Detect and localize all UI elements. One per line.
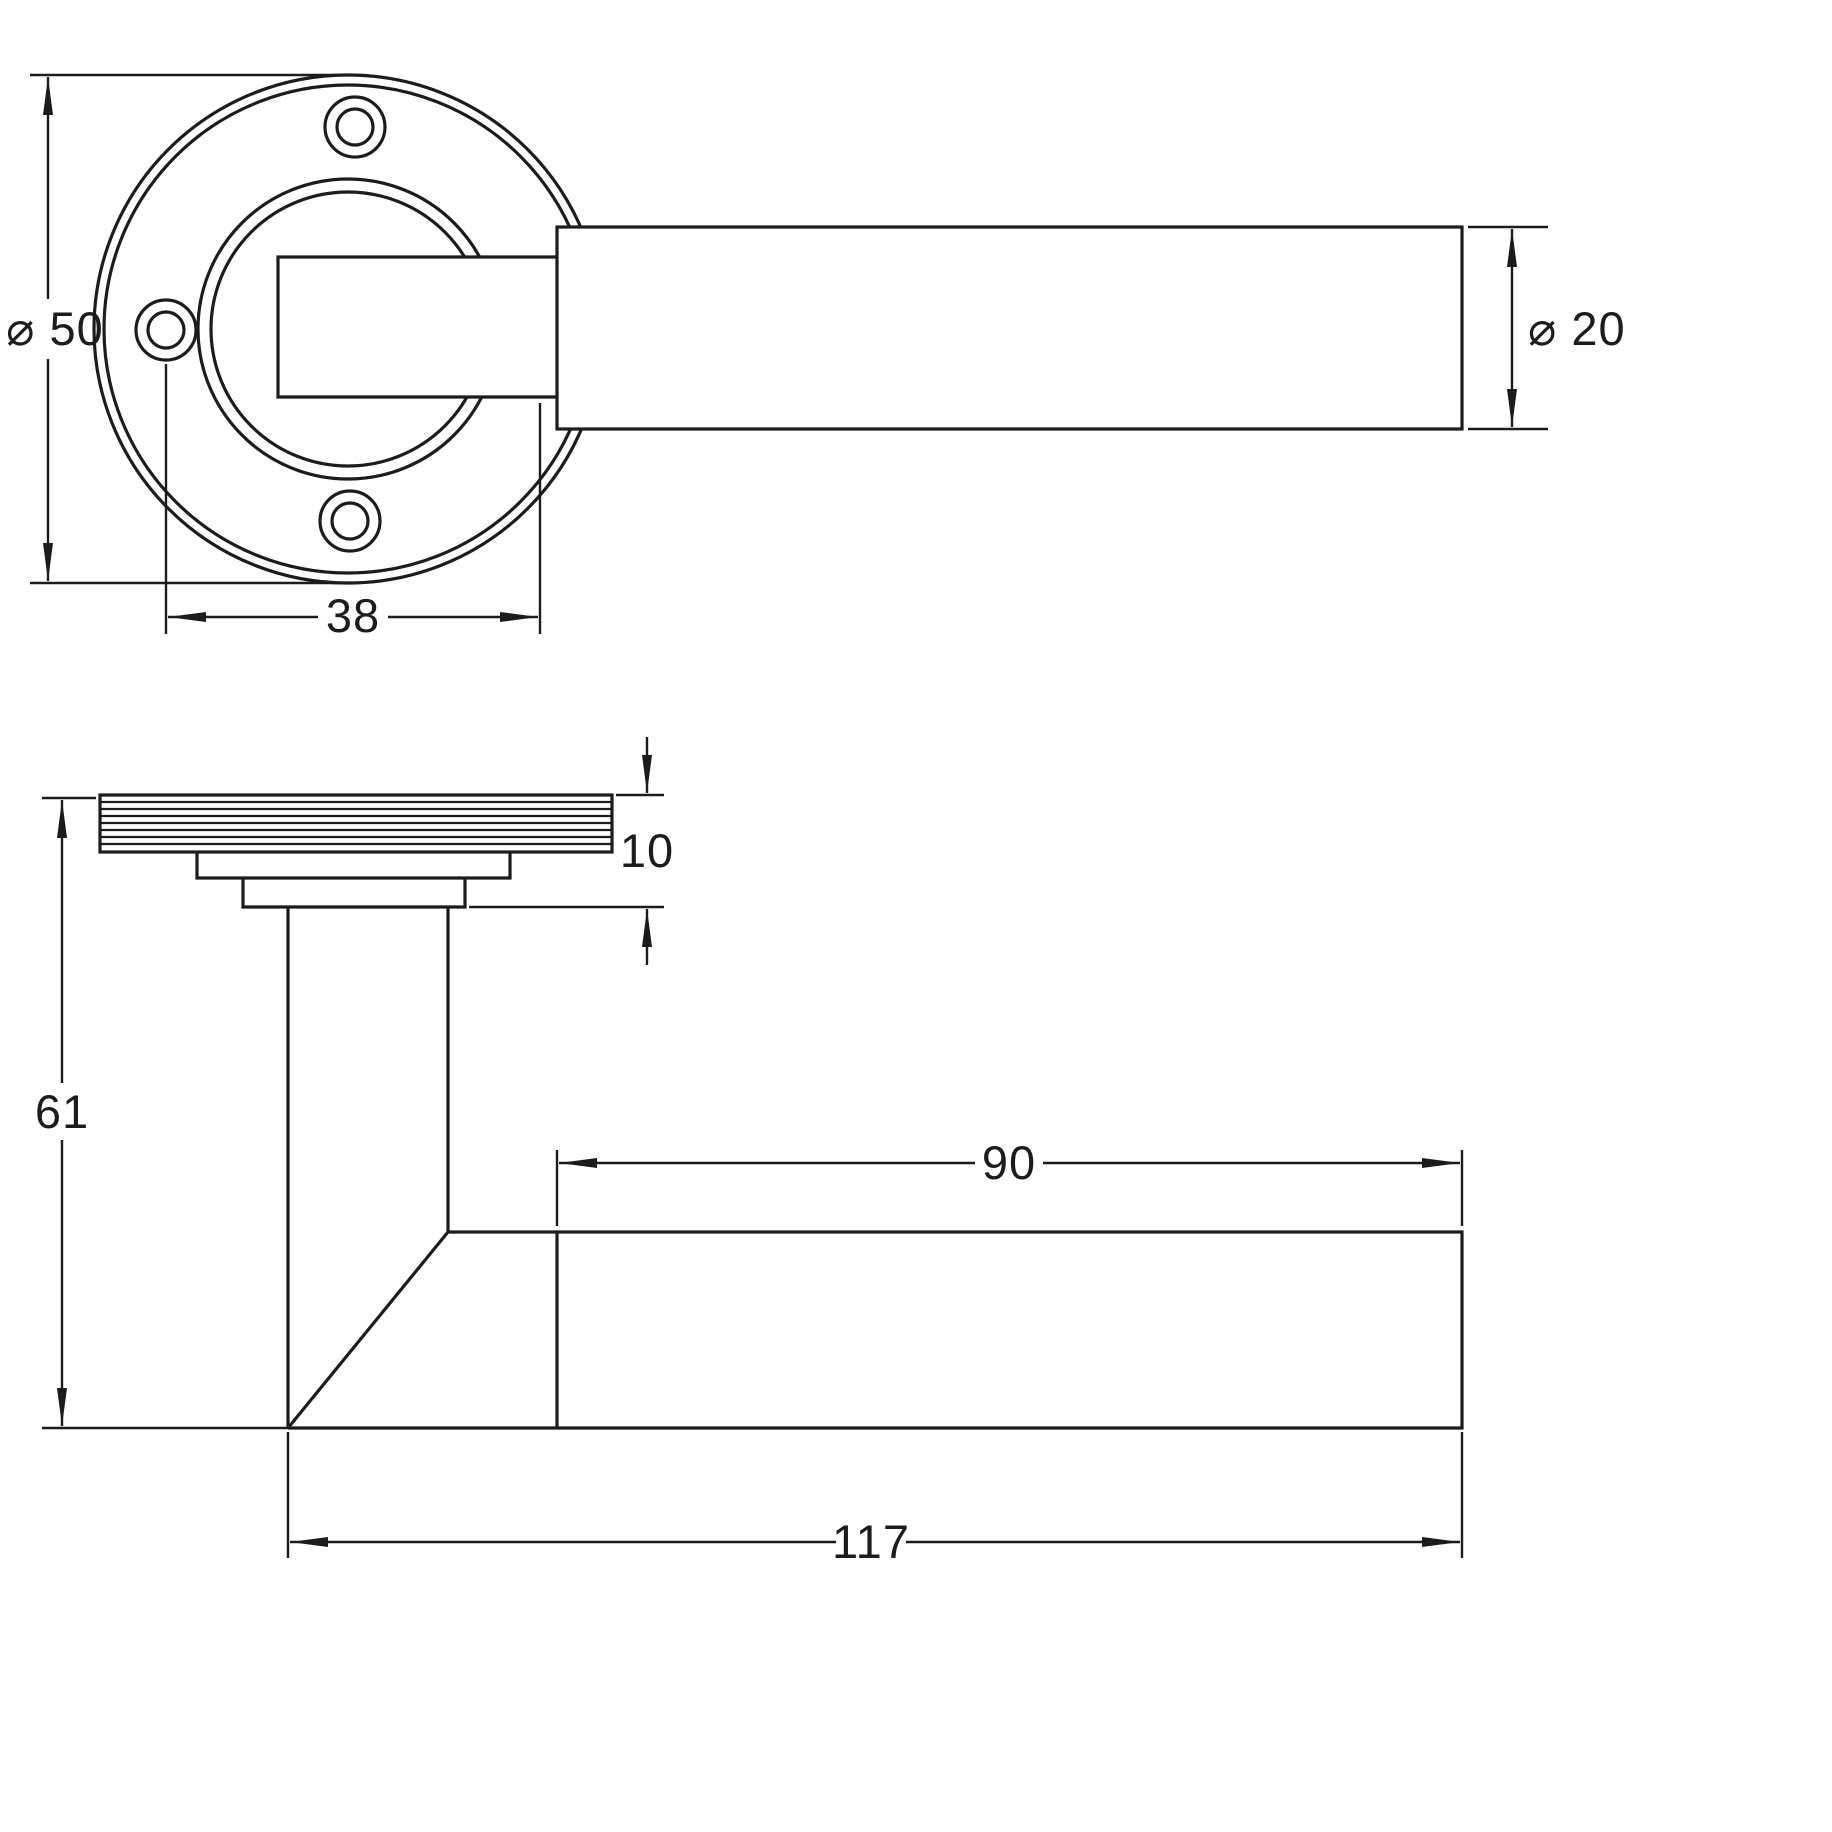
dim-label-rose-thickness: 10 — [620, 824, 674, 877]
screw-hole-bottom — [318, 489, 382, 553]
lever-neck-side — [286, 907, 450, 1428]
grip-length-extension-lines — [555, 1150, 1464, 1226]
rose-profile-ribs — [100, 800, 612, 846]
lever-miter-joint — [286, 1230, 450, 1430]
front-view-dimensions: ⌀ 50 ⌀ 20 38 — [6, 73, 1626, 642]
lever-diameter-extension-lines — [1468, 225, 1548, 431]
screw-hole-left-inner — [146, 310, 186, 350]
dim-label-lever-diameter: ⌀ 20 — [1528, 302, 1626, 355]
lever-barrel-side — [288, 1230, 1464, 1430]
dim-label-projection: 61 — [35, 1085, 89, 1138]
side-view — [98, 793, 1464, 1430]
rose-collar-step-2 — [241, 878, 467, 909]
dim-label-grip-length: 90 — [982, 1136, 1036, 1189]
front-view — [92, 73, 1464, 585]
screw-hole-top — [323, 95, 387, 159]
screw-hole-bottom-inner — [330, 501, 370, 541]
rose-collar-step-1 — [195, 852, 512, 880]
side-view-dimensions: 10 61 90 117 — [35, 737, 1464, 1568]
rose-thickness-extension-lines — [469, 793, 664, 909]
lever-neck-front — [276, 255, 560, 399]
dim-label-rose-diameter: ⌀ 50 — [6, 302, 104, 355]
screw-hole-top-inner — [335, 107, 375, 147]
dim-label-overall-length: 117 — [832, 1515, 910, 1568]
projection-extension-lines — [42, 796, 288, 1430]
overall-length-extension-lines — [286, 1432, 1464, 1558]
rose-diameter-extension-lines — [30, 73, 345, 585]
dim-label-screw-offset: 38 — [326, 589, 380, 642]
lever-barrel-front — [555, 225, 1464, 431]
screw-offset-extension-lines — [164, 364, 542, 634]
screw-hole-left — [134, 298, 198, 362]
